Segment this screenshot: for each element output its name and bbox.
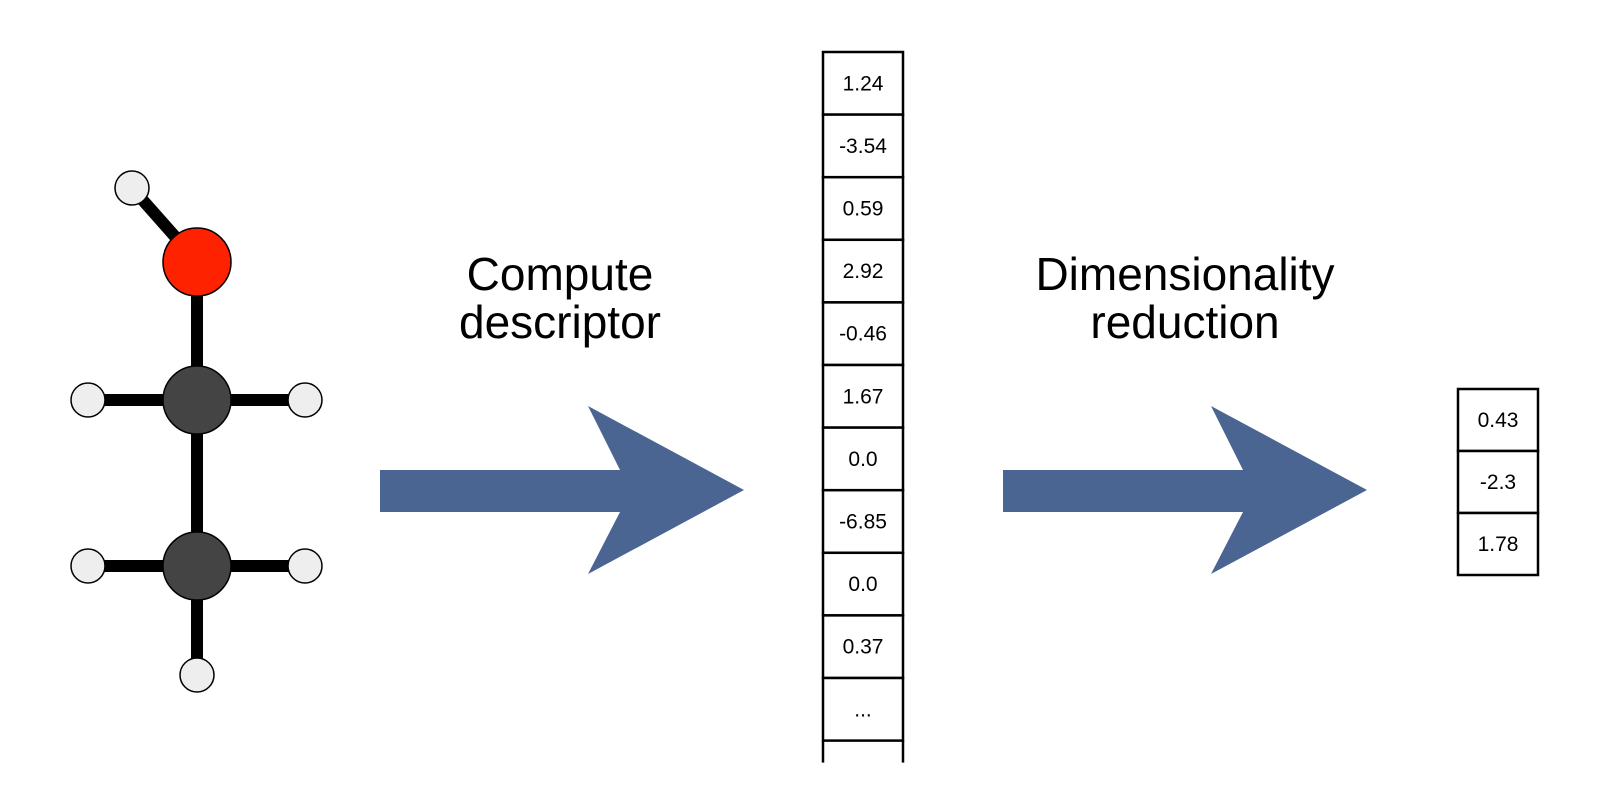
vector-cell-value: -6.85 — [839, 511, 887, 534]
hydrogen-atom — [287, 548, 323, 584]
carbon-atom — [162, 365, 232, 435]
vector-cell: -6.85 — [821, 488, 905, 555]
vector-cell: 0.59 — [821, 175, 905, 242]
vector-continuation — [821, 740, 905, 763]
hydrogen-atom — [179, 657, 215, 693]
vector-cell-value: -0.46 — [839, 323, 887, 346]
vector-cell: -0.46 — [821, 301, 905, 367]
arrow-right-icon — [1003, 406, 1367, 574]
step-label-compute-descriptor: Compute descriptor — [410, 250, 710, 346]
carbon-atom — [162, 531, 232, 601]
oxygen-atom — [162, 227, 232, 297]
reduced-vector: 0.43 -2.3 1.78 — [1456, 387, 1540, 577]
vector-cell-box — [821, 50, 905, 116]
vector-cell: 1.67 — [821, 363, 905, 429]
vector-cell-value: 1.78 — [1478, 533, 1519, 556]
hydrogen-atom — [70, 382, 106, 418]
vector-cell: -3.54 — [821, 113, 905, 179]
vector-cell-box — [821, 426, 905, 492]
vector-cell-value: 0.37 — [843, 636, 884, 659]
step-label-line: descriptor — [459, 296, 661, 348]
molecule — [70, 170, 323, 693]
vector-cell-value: 1.24 — [843, 72, 884, 95]
vector-cell-value: 1.67 — [843, 385, 884, 408]
step-label-line: Compute — [466, 248, 654, 300]
vector-cell-box — [821, 238, 905, 304]
vector-cell: 0.0 — [821, 426, 905, 492]
vector-cell: ... — [821, 676, 905, 742]
vector-cell-value: -2.3 — [1480, 471, 1516, 494]
vector-cell-box — [821, 488, 905, 555]
hydrogen-atom — [70, 548, 106, 584]
vector-cell: 2.92 — [821, 238, 905, 304]
vector-cell-value: 0.59 — [843, 198, 884, 221]
arrow-right-icon — [380, 406, 744, 574]
vector-cell-value: 0.43 — [1478, 409, 1519, 432]
vector-cell-box — [821, 614, 905, 680]
vector-cell-value: 0.0 — [848, 573, 877, 596]
vector-cell: 0.37 — [821, 614, 905, 680]
vector-cell-box — [821, 363, 905, 429]
vector-cell-value: ... — [854, 698, 872, 721]
vector-cell-value: 0.0 — [848, 448, 877, 471]
vector-cell-box — [1456, 387, 1540, 453]
vector-cell: 1.78 — [1456, 511, 1540, 577]
vector-cell-value: -3.54 — [839, 135, 887, 158]
vector-cell: 0.0 — [821, 551, 905, 617]
vector-cell-box — [1456, 449, 1540, 515]
vector-cell-value: 2.92 — [843, 260, 884, 283]
vector-cell-box — [821, 676, 905, 742]
vector-cell: -2.3 — [1456, 449, 1540, 515]
hydrogen-atom — [287, 382, 323, 418]
vector-cell-box — [1456, 511, 1540, 577]
step-label-line: reduction — [1090, 296, 1280, 348]
descriptor-vector: 1.24 -3.54 0.59 2.92 -0.46 1.67 0.0 -6.85 0.0 0.3… — [821, 50, 905, 763]
vector-cell-box — [821, 175, 905, 242]
step-label-line: Dimensionality — [1035, 248, 1335, 300]
hydrogen-atom — [114, 170, 150, 206]
vector-cell: 1.24 — [821, 50, 905, 116]
step-label-dimensionality-reduction: Dimensionality reduction — [1000, 250, 1370, 346]
vector-cell: 0.43 — [1456, 387, 1540, 453]
